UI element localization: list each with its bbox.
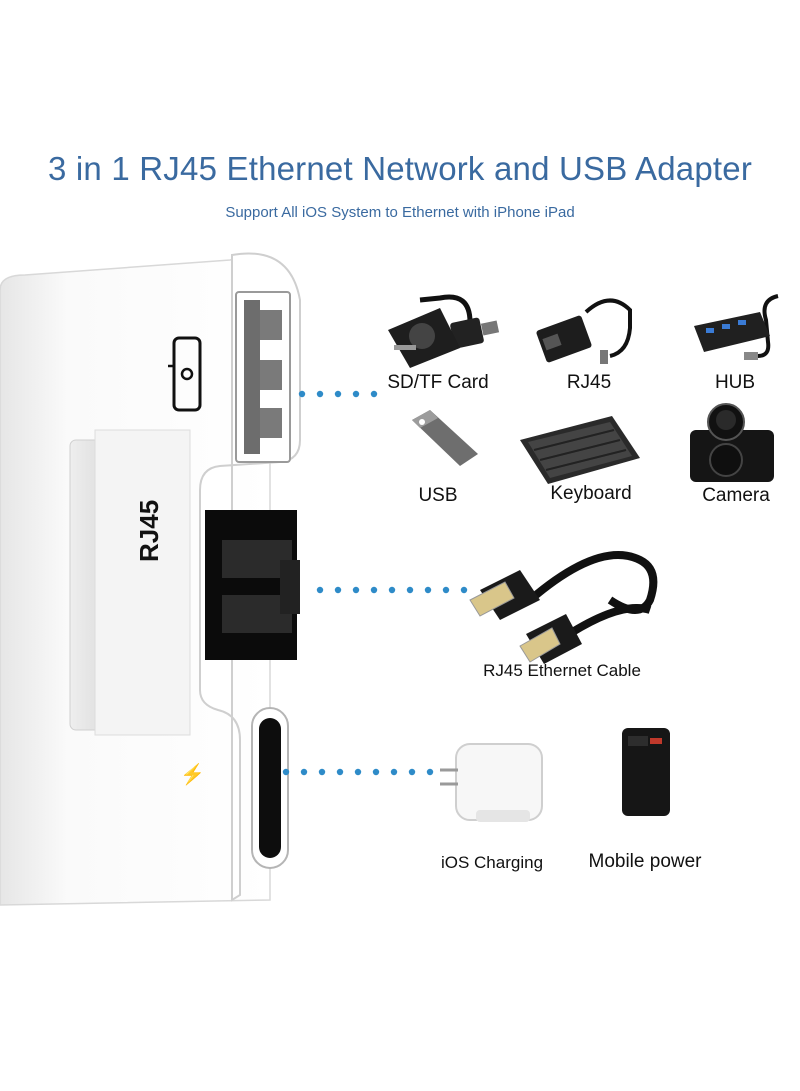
device-label-keyboard: Keyboard [550,483,632,504]
camera-icon [690,403,774,482]
rj45-port [205,510,300,660]
charging-dotted-line [282,768,434,776]
page-title: 3 in 1 RJ45 Ethernet Network and USB Ada… [47,150,753,187]
keyboard-icon [520,416,640,484]
ethernet-dongle-icon [536,298,632,364]
charger-icon [440,743,543,822]
charging-label-ios: iOS Charging [440,853,544,872]
device-label-hub: HUB [714,372,756,393]
lightning-port-icon [168,336,202,412]
rj45-port-label: RJ45 [134,499,164,562]
charging-label-mobile-power: Mobile power [588,851,702,872]
charging-symbol-icon: ⚡ [180,764,205,786]
ethernet-cable-label: RJ45 Ethernet Cable [483,661,641,680]
device-label-usb: USB [418,485,458,506]
device-label-sd-tf-card: SD/TF Card [387,372,489,393]
charging-port [251,707,289,869]
card-reader-icon [388,294,500,368]
ethernet-cable-icon [469,551,658,664]
usb-dotted-line [298,390,378,398]
usb-hub-icon [694,294,779,360]
usb-port [235,291,291,463]
power-bank-icon [622,728,670,816]
rj45-dotted-line [316,586,468,594]
device-label-rj45: RJ45 [566,372,612,393]
usb-flash-drive-icon [412,410,478,466]
adapter-body [0,252,301,906]
page-subtitle: Support All iOS System to Ethernet with … [225,204,575,221]
device-label-camera: Camera [702,485,770,506]
